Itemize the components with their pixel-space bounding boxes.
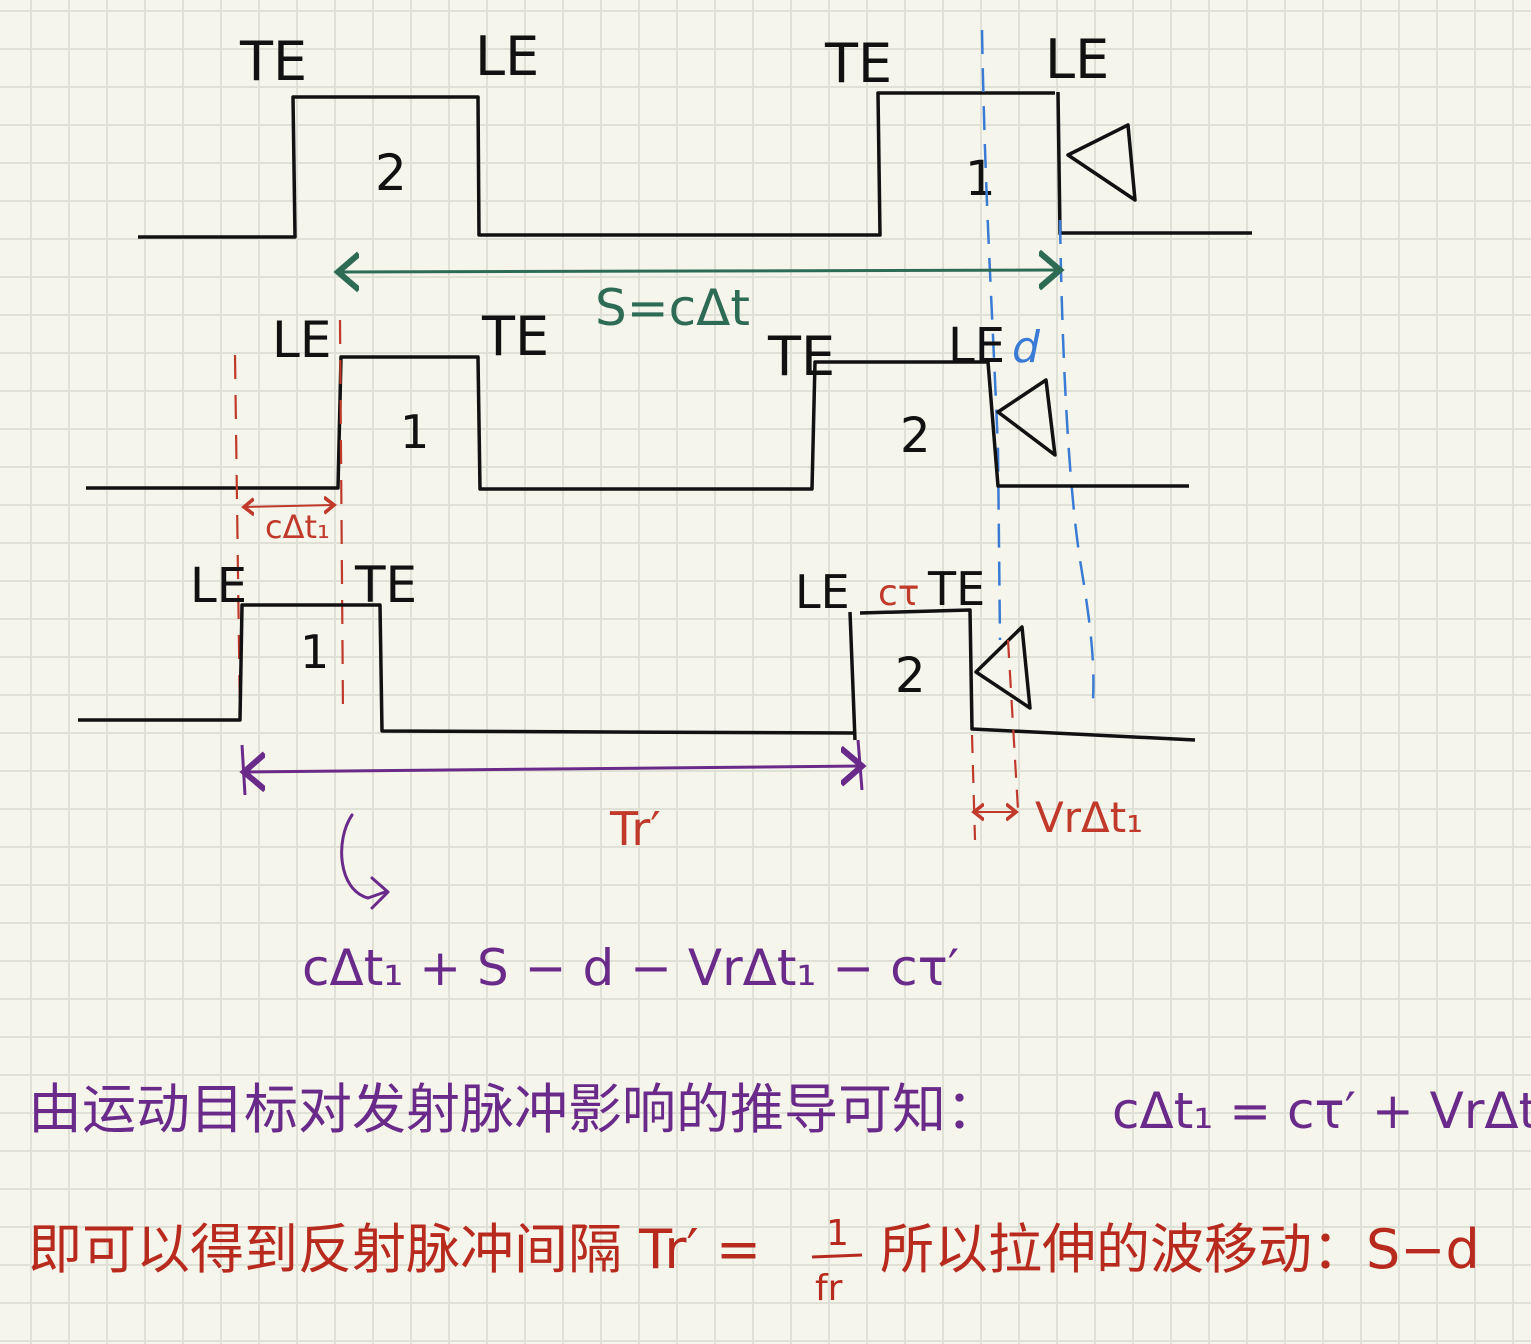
row2-waveform: LE TE TE LE 1 2: [86, 305, 1189, 491]
row3-te-left: TE: [354, 556, 417, 614]
row1-trailing-line: [1056, 91, 1252, 235]
expression-group: cΔt₁ + S − d − VrΔt₁ − cτ′: [302, 813, 959, 997]
row2-target-icon: [996, 378, 1057, 457]
row3-le-left: LE: [190, 558, 247, 614]
vr-dt1-annotation: VrΔt₁: [974, 793, 1143, 842]
expression-text: cΔt₁ + S − d − VrΔt₁ − cτ′: [302, 939, 959, 997]
row2-pulse-left-number: 1: [400, 405, 429, 459]
row3-pulse-left-number: 1: [300, 625, 329, 679]
c-dt1-label: cΔt₁: [265, 508, 330, 546]
row2-te-right: TE: [767, 325, 835, 388]
row3-target-icon: [974, 625, 1032, 710]
s-arrow: S=cΔt: [338, 270, 1060, 337]
note-line2-fraction-bar: [811, 1253, 863, 1259]
row3-waveform: LE TE LE cτ TE 1 2: [78, 556, 1196, 841]
row3-ctau-label: cτ: [878, 573, 919, 614]
tr-arrow-left-tick: [240, 744, 247, 796]
row3-le-right: LE: [795, 565, 850, 619]
row3-te-right: TE: [927, 562, 985, 616]
tr-arrow-line: [244, 766, 862, 772]
red-dashed-line-c: [970, 734, 977, 841]
row1-te-left: TE: [239, 30, 307, 93]
row2-le-right: LE: [948, 318, 1005, 374]
tr-prime-label: Tr′: [609, 802, 661, 856]
note-line1-chinese: 由运动目标对发射脉冲影响的推导可知：: [28, 1078, 1000, 1141]
row3-le-right-edge: [848, 611, 857, 741]
red-dashed-line-b: [338, 319, 345, 713]
c-dt1-arrow: [244, 505, 334, 507]
notes: 由运动目标对发射脉冲影响的推导可知： cΔt₁ = cτ′ + VrΔt₁ 即可…: [28, 1078, 1531, 1309]
note-line2-fraction-numerator: 1: [826, 1213, 849, 1254]
note-line2-fraction-denominator: fr: [815, 1268, 843, 1309]
row1-pulse-left-number: 2: [375, 144, 407, 202]
red-dashed-line-a: [233, 354, 242, 721]
note-line2-chinese: 即可以得到反射脉冲间隔 Tr′ =: [28, 1218, 761, 1281]
red-guides: cΔt₁: [233, 319, 345, 721]
row2-pulse-train: [86, 355, 1189, 491]
red-dashed-line-d: [1006, 639, 1020, 811]
row1-pulse-right-number: 1: [965, 151, 996, 207]
tr-arrow: Tr′: [240, 739, 864, 856]
row1-le-right: LE: [1045, 28, 1109, 91]
row2-te-left: TE: [481, 305, 549, 368]
vr-dt1-label: VrΔt₁: [1035, 793, 1143, 842]
row1-pulse-train: [138, 91, 1055, 239]
row3-pulse-right-number: 2: [895, 648, 926, 704]
tr-arrow-right-tick: [856, 739, 864, 791]
blue-guides: d: [980, 29, 1095, 701]
d-label: d: [1012, 322, 1041, 373]
row1-target-icon: [1066, 123, 1137, 202]
blue-dashed-line-right: [1058, 219, 1095, 701]
s-arrow-line: [338, 270, 1060, 272]
row1-waveform: TE LE TE LE 2 1: [138, 25, 1252, 239]
row2-pulse-right-number: 2: [900, 408, 931, 464]
row2-le-left: LE: [272, 311, 331, 369]
row1-le-left: LE: [475, 25, 539, 88]
row3-pulse-left: [78, 603, 856, 735]
note-line2-tail: 所以拉伸的波移动：S−d: [880, 1218, 1480, 1281]
hook-arrow: [340, 813, 390, 910]
row1-te-right: TE: [824, 32, 892, 95]
s-equation-label: S=cΔt: [595, 279, 750, 337]
note-line1-formula: cΔt₁ = cτ′ + VrΔt₁: [1112, 1082, 1531, 1140]
row3-pulse-right: [859, 608, 1196, 742]
